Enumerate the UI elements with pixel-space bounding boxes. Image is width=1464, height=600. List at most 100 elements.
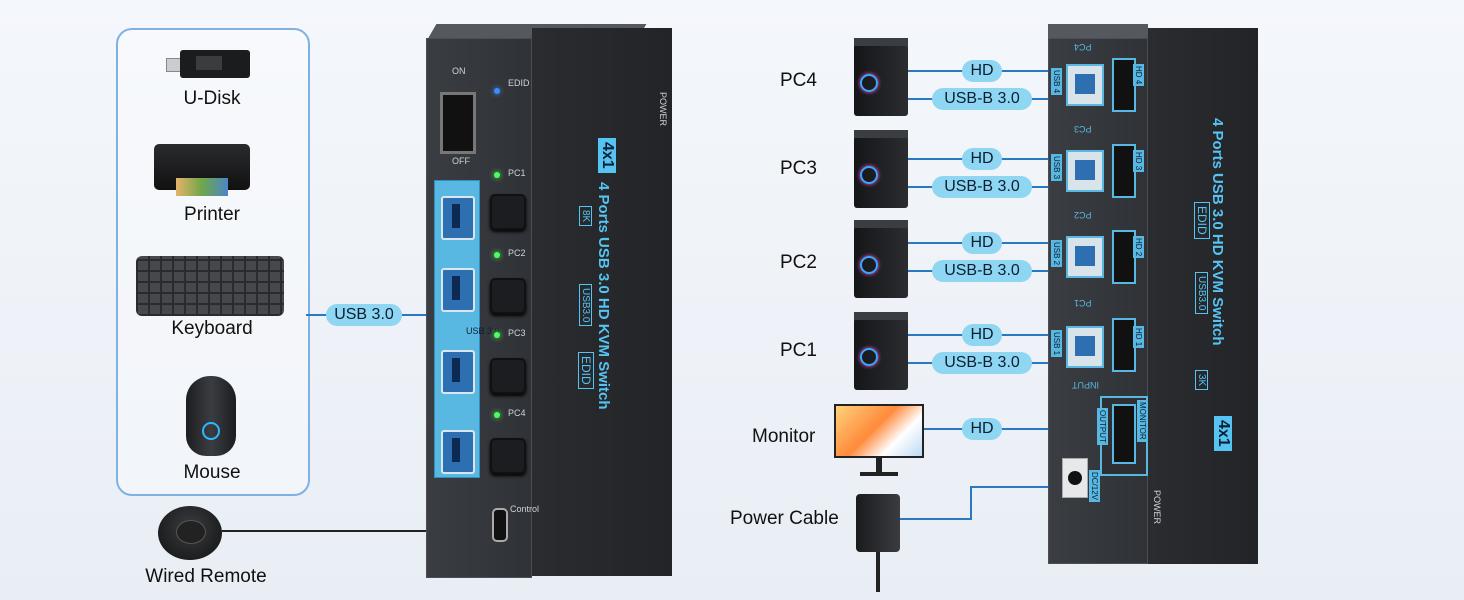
back-hd-label-2: HD 2 (1133, 236, 1144, 259)
monitor-label: Monitor (752, 426, 816, 447)
power-wire-v (970, 486, 972, 520)
keyboard-icon (136, 256, 284, 316)
usb-port-4[interactable] (441, 430, 475, 474)
keyboard-label: Keyboard (171, 318, 253, 339)
power-switch[interactable] (440, 92, 476, 154)
power-cable-label: Power Cable (730, 508, 839, 529)
usb-port-3[interactable] (441, 350, 475, 394)
front-title: 4 Ports USB 3.0 HD KVM Switch (595, 182, 612, 410)
back-pc-mark-4: PC4 (1074, 42, 1092, 52)
back-hd-label-4: HD 4 (1133, 64, 1144, 87)
pc2-hd-pill: HD (962, 232, 1002, 254)
back-usb-port-2[interactable] (1066, 236, 1104, 278)
pc4-led (494, 412, 500, 418)
back-hd-label-1: HD 1 (1133, 326, 1144, 349)
pc1-led (494, 172, 500, 178)
pc1-button[interactable] (490, 194, 526, 230)
back-chip-2: USB3.0 (1195, 272, 1208, 315)
pc1-hd-pill: HD (962, 324, 1002, 346)
mouse-icon (186, 376, 236, 456)
front-badge: 4x1 (598, 138, 616, 173)
power-adapter-icon (856, 494, 900, 552)
edid-led (494, 88, 500, 94)
back-pc-mark-3: PC3 (1074, 124, 1092, 134)
mouse-label: Mouse (183, 462, 241, 483)
wired-remote-label: Wired Remote (145, 566, 267, 587)
wired-remote-icon (158, 506, 222, 560)
edid-label: EDID (508, 78, 530, 88)
udisk-icon (166, 50, 250, 78)
power-cord (876, 552, 880, 592)
back-usb-label-2: USB 2 (1051, 240, 1062, 268)
pc3-hd-pill: HD (962, 148, 1002, 170)
back-chip-3: EDID (1194, 202, 1210, 239)
usb-port-2[interactable] (441, 268, 475, 312)
dc-port[interactable] (1062, 458, 1088, 498)
monitor-hd-wire (924, 428, 1100, 430)
front-chip-1: 8K (579, 206, 592, 227)
kvm-back-side (1148, 28, 1258, 564)
usb-port-1[interactable] (441, 196, 475, 240)
back-title: 4 Ports USB 3.0 HD KVM Switch (1209, 118, 1226, 346)
pc3-button[interactable] (490, 358, 526, 394)
pc4-button[interactable] (490, 438, 526, 474)
udisk-label: U-Disk (183, 88, 241, 109)
power-wire-h (900, 518, 972, 520)
back-usb-label-4: USB 4 (1051, 68, 1062, 96)
back-chip-1: 3K (1195, 370, 1208, 391)
usb-wire-right (402, 314, 436, 316)
pc2-led (494, 252, 500, 258)
front-chip-2: USB3.0 (579, 284, 592, 327)
pc1-usb-pill: USB-B 3.0 (932, 352, 1032, 374)
pc2-label: PC2 (508, 248, 526, 258)
printer-icon (154, 144, 250, 196)
monitor-hd-pill: HD (962, 418, 1002, 440)
pc3-icon (854, 130, 908, 208)
pc3-label: PC3 (508, 328, 526, 338)
power-wire-h2 (970, 486, 1064, 488)
monitor-icon (834, 404, 924, 478)
off-label: OFF (452, 156, 470, 166)
back-usb-port-1[interactable] (1066, 326, 1104, 368)
pc3-label: PC3 (780, 158, 817, 179)
usb-wire-left (306, 314, 328, 316)
usb-pill: USB 3.0 (326, 304, 402, 326)
back-input-label: INPUT (1072, 380, 1099, 390)
control-label: Control (510, 504, 540, 514)
back-usb-port-3[interactable] (1066, 150, 1104, 192)
kvm-back-top (1048, 24, 1148, 40)
back-hd-label-3: HD 3 (1133, 150, 1144, 173)
back-usb-label-3: USB 3 (1051, 154, 1062, 182)
usb-strip-label: USB 3.0 (466, 326, 500, 336)
kvm-front-side (532, 28, 672, 576)
dc-label: DC/12V (1089, 470, 1100, 503)
remote-wire (222, 530, 490, 532)
pc2-button[interactable] (490, 278, 526, 314)
pc4-label: PC4 (780, 70, 817, 91)
back-monitor-hd-port[interactable] (1112, 404, 1136, 464)
front-chip-3: EDID (578, 352, 594, 389)
pc4-label: PC4 (508, 408, 526, 418)
pc2-label: PC2 (780, 252, 817, 273)
printer-label: Printer (184, 204, 240, 225)
back-monitor-label: MONITOR (1137, 400, 1148, 442)
back-power-label: POWER (1152, 490, 1162, 525)
back-usb-port-4[interactable] (1066, 64, 1104, 106)
pc3-usb-pill: USB-B 3.0 (932, 176, 1032, 198)
back-usb-label-1: USB 1 (1051, 330, 1062, 358)
pc4-hd-pill: HD (962, 60, 1002, 82)
pc2-icon (854, 220, 908, 298)
pc1-label: PC1 (508, 168, 526, 178)
front-power-label: POWER (658, 92, 668, 127)
back-pc-mark-1: PC1 (1074, 298, 1092, 308)
pc1-icon (854, 312, 908, 390)
back-pc-mark-2: PC2 (1074, 210, 1092, 220)
back-badge: 4x1 (1214, 416, 1232, 451)
control-port[interactable] (492, 508, 508, 542)
pc3-led (494, 332, 500, 338)
pc4-usb-pill: USB-B 3.0 (932, 88, 1032, 110)
back-output-label: OUTPUT (1097, 408, 1108, 445)
back-hd-port-3[interactable] (1112, 144, 1136, 198)
on-label: ON (452, 66, 466, 76)
pc4-icon (854, 38, 908, 116)
